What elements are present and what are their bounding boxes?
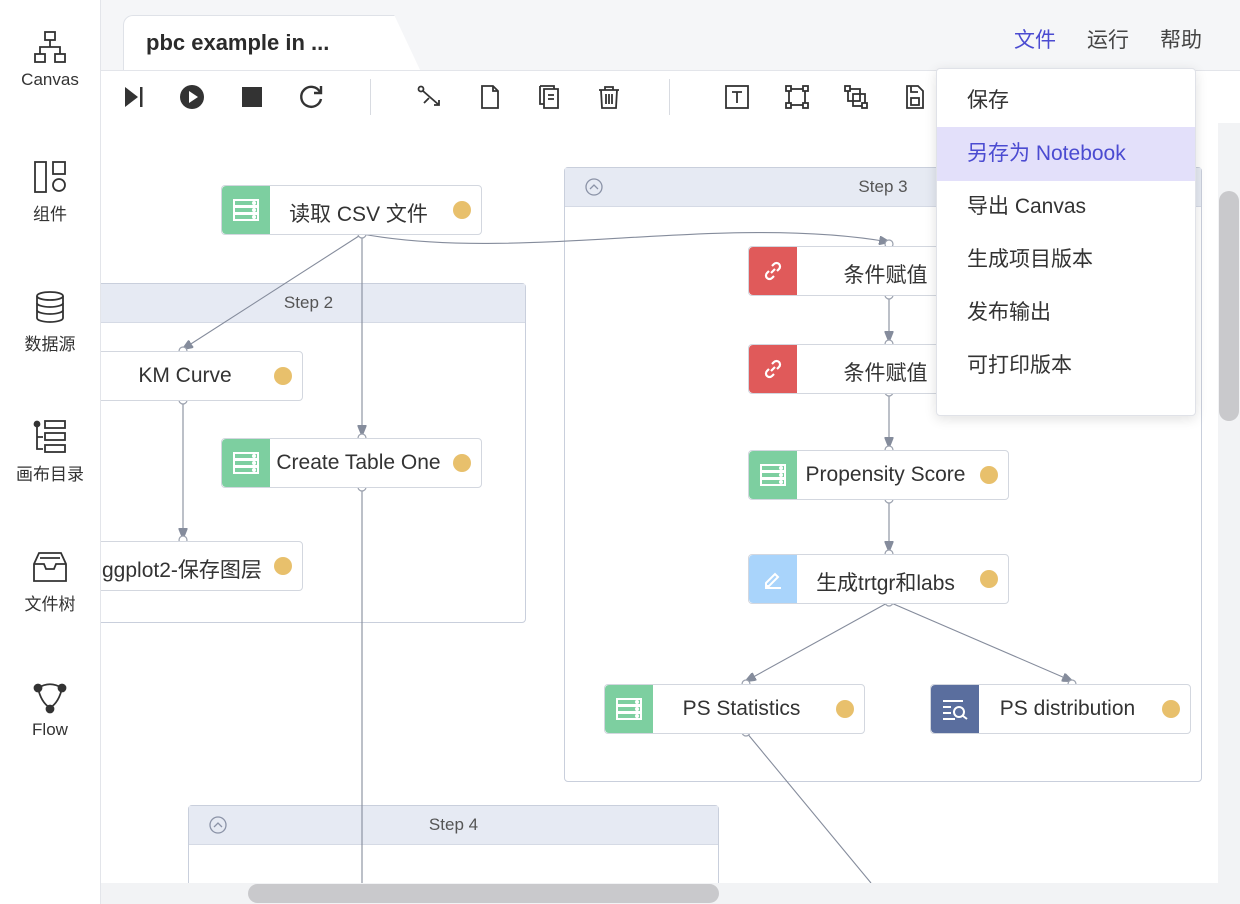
node-km-curve[interactable]: KM Curve — [101, 351, 303, 401]
sidebar-item-label: 画布目录 — [16, 465, 84, 484]
toolbar-separator — [370, 79, 371, 115]
node-propensity-score[interactable]: Propensity Score — [748, 450, 1009, 500]
step-forward-icon[interactable] — [119, 83, 147, 111]
menu-item-publish-output[interactable]: 发布输出 — [967, 301, 1051, 324]
menu-item-export-canvas[interactable]: 导出 Canvas — [967, 195, 1087, 218]
sidebar-item-datasource[interactable]: 数据源 — [0, 290, 100, 355]
group-title: Step 4 — [428, 815, 479, 834]
node-create-table-one[interactable]: Create Table One — [221, 438, 482, 488]
tab-title: pbc example in ... — [146, 30, 330, 55]
horizontal-scroll-thumb[interactable] — [248, 884, 719, 903]
node-generate-trtgr[interactable]: 生成trtgr和labs — [748, 554, 1009, 604]
link-icon — [749, 345, 797, 393]
database-icon — [36, 291, 64, 323]
node-label: KM Curve — [138, 364, 232, 387]
vertical-scroll-thumb[interactable] — [1219, 191, 1239, 421]
menu-item-save-as-notebook[interactable]: 另存为 Notebook — [937, 127, 1195, 181]
sidebar-item-components[interactable]: 组件 — [0, 160, 100, 225]
components-icon — [34, 161, 66, 193]
group-title: Step 3 — [858, 177, 908, 196]
menu-item-save[interactable]: 保存 — [967, 89, 1009, 112]
group-step-4[interactable]: Step 4 — [188, 805, 719, 883]
link-icon — [749, 247, 797, 295]
status-dot — [453, 454, 471, 472]
connect-nodes-icon[interactable] — [416, 83, 444, 111]
node-ggplot2[interactable]: ggplot2-保存图层 — [101, 541, 303, 591]
status-dot — [274, 367, 292, 385]
group-title: Step 2 — [283, 293, 334, 312]
trash-icon[interactable] — [595, 83, 623, 111]
tab-bar: pbc example in ... 文件 运行 帮助 — [101, 0, 1240, 72]
table-icon — [222, 439, 270, 487]
sidebar-item-label: 数据源 — [24, 335, 76, 354]
table-icon — [222, 186, 270, 234]
collapse-icon[interactable] — [585, 178, 603, 196]
ungroup-icon[interactable] — [842, 83, 870, 111]
node-label: PS Statistics — [682, 697, 801, 720]
stop-icon[interactable] — [238, 83, 266, 111]
inbox-icon — [33, 552, 67, 582]
node-read-csv[interactable]: 读取 CSV 文件 — [221, 185, 482, 235]
status-dot — [980, 466, 998, 484]
file-dropdown-menu: 保存 另存为 Notebook 导出 Canvas 生成项目版本 发布输出 可打… — [936, 68, 1196, 416]
vertical-scrollbar[interactable] — [1218, 123, 1240, 883]
node-label: PS distribution — [999, 697, 1136, 720]
node-label: 条件赋值 — [843, 362, 928, 385]
table-icon — [605, 685, 653, 733]
tree-list-icon — [33, 420, 66, 453]
sidebar-item-catalog[interactable]: 画布目录 — [0, 420, 100, 485]
node-label: 条件赋值 — [843, 264, 928, 287]
text-box-icon[interactable] — [723, 83, 751, 111]
status-dot — [836, 700, 854, 718]
status-dot — [1162, 700, 1180, 718]
status-dot — [274, 557, 292, 575]
node-ps-distribution[interactable]: PS distribution — [930, 684, 1191, 734]
sidebar-item-label: 组件 — [33, 205, 67, 224]
menu-file[interactable]: 文件 — [1014, 29, 1056, 52]
sidebar-item-label: 文件树 — [24, 595, 76, 614]
paste-icon[interactable] — [535, 83, 563, 111]
sidebar-item-filetree[interactable]: 文件树 — [0, 550, 100, 615]
node-label: Propensity Score — [805, 463, 966, 486]
menu-item-printable-version[interactable]: 可打印版本 — [967, 354, 1072, 377]
node-label: Create Table One — [276, 451, 441, 474]
tab-canvas[interactable]: pbc example in ... — [123, 15, 421, 72]
table-icon — [749, 451, 797, 499]
collapse-icon[interactable] — [209, 816, 227, 834]
menu-item-generate-version[interactable]: 生成项目版本 — [967, 248, 1093, 271]
group-header: Step 2 — [101, 284, 525, 323]
sidebar-item-canvas[interactable]: Canvas — [0, 30, 100, 90]
toolbar-separator — [669, 79, 670, 115]
status-dot — [980, 570, 998, 588]
search-list-icon — [931, 685, 979, 733]
play-icon[interactable] — [178, 83, 206, 111]
flow-icon — [33, 683, 67, 714]
node-label: ggplot2-保存图层 — [102, 559, 262, 582]
copy-file-icon[interactable] — [476, 83, 504, 111]
save-file-icon[interactable] — [901, 83, 929, 111]
refresh-icon[interactable] — [297, 83, 325, 111]
node-label: 读取 CSV 文件 — [289, 203, 428, 226]
sidebar-item-label: Flow — [32, 720, 68, 739]
horizontal-scrollbar[interactable] — [101, 883, 1218, 904]
node-ps-statistics[interactable]: PS Statistics — [604, 684, 865, 734]
status-dot — [453, 201, 471, 219]
node-label: 生成trtgr和labs — [816, 572, 955, 595]
sidebar-item-flow[interactable]: Flow — [0, 680, 100, 740]
sidebar-item-label: Canvas — [21, 70, 79, 89]
group-header: Step 4 — [189, 806, 718, 845]
menu-help[interactable]: 帮助 — [1160, 29, 1202, 52]
scrollbar-corner — [1218, 883, 1240, 904]
menu-run[interactable]: 运行 — [1087, 29, 1129, 52]
sitemap-icon — [34, 31, 66, 63]
left-sidebar: Canvas 组件 数据源 画布目录 文件树 Flow — [0, 0, 101, 904]
group-select-icon[interactable] — [783, 83, 811, 111]
edit-icon — [749, 555, 797, 603]
